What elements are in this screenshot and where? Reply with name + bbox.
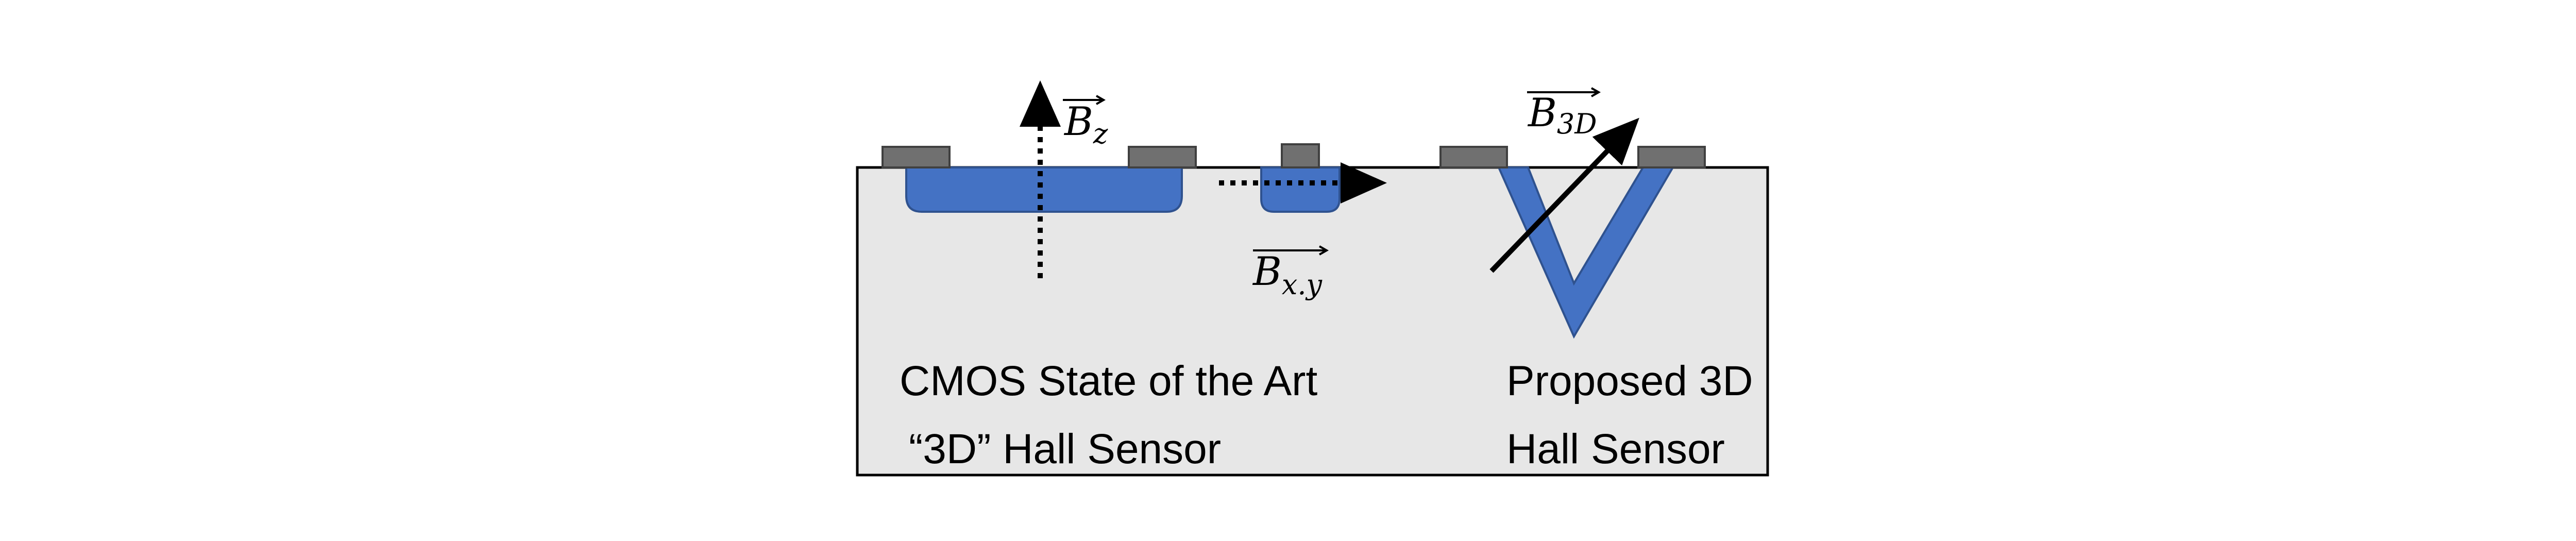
caption-right-line-1: Proposed 3D <box>1506 358 1753 404</box>
bxy-label: Bx.y <box>1252 245 1329 301</box>
b3d-subscript: 3D <box>1557 108 1597 140</box>
svg-text:Bz: Bz <box>1063 98 1108 150</box>
bz-subscript: z <box>1093 117 1108 150</box>
planar-hall-well <box>905 166 1183 213</box>
contact-small <box>1281 143 1320 168</box>
bz-vector-bar-head <box>1096 95 1106 105</box>
caption-right-line-2: Hall Sensor <box>1506 426 1725 472</box>
svg-text:Bx.y: Bx.y <box>1252 248 1323 301</box>
bxy-letter: B <box>1252 248 1282 294</box>
bxy-subscript: x.y <box>1282 268 1323 301</box>
bz-letter: B <box>1063 98 1093 144</box>
caption-proposed: Proposed 3D Hall Sensor <box>1506 347 1753 483</box>
contact-left-2 <box>1128 146 1197 168</box>
b3d-letter: B <box>1527 90 1557 136</box>
bxy-vector-bar-head <box>1319 245 1329 256</box>
b3d-label: B3D <box>1527 87 1601 140</box>
bz-label: Bz <box>1063 95 1108 150</box>
caption-left-line-2: “3D” Hall Sensor <box>909 426 1222 472</box>
b3d-arrow <box>1489 117 1639 273</box>
contact-left-1 <box>882 146 951 168</box>
caption-state-of-the-art: CMOS State of the Art “3D” Hall Sensor <box>900 347 1317 483</box>
svg-text:B3D: B3D <box>1527 90 1597 140</box>
contact-v-2 <box>1637 146 1706 168</box>
contact-v-1 <box>1439 146 1508 168</box>
b3d-vector-bar-head <box>1591 87 1601 97</box>
caption-left-line-1: CMOS State of the Art <box>900 358 1318 404</box>
vertical-hall-well <box>1260 166 1341 213</box>
